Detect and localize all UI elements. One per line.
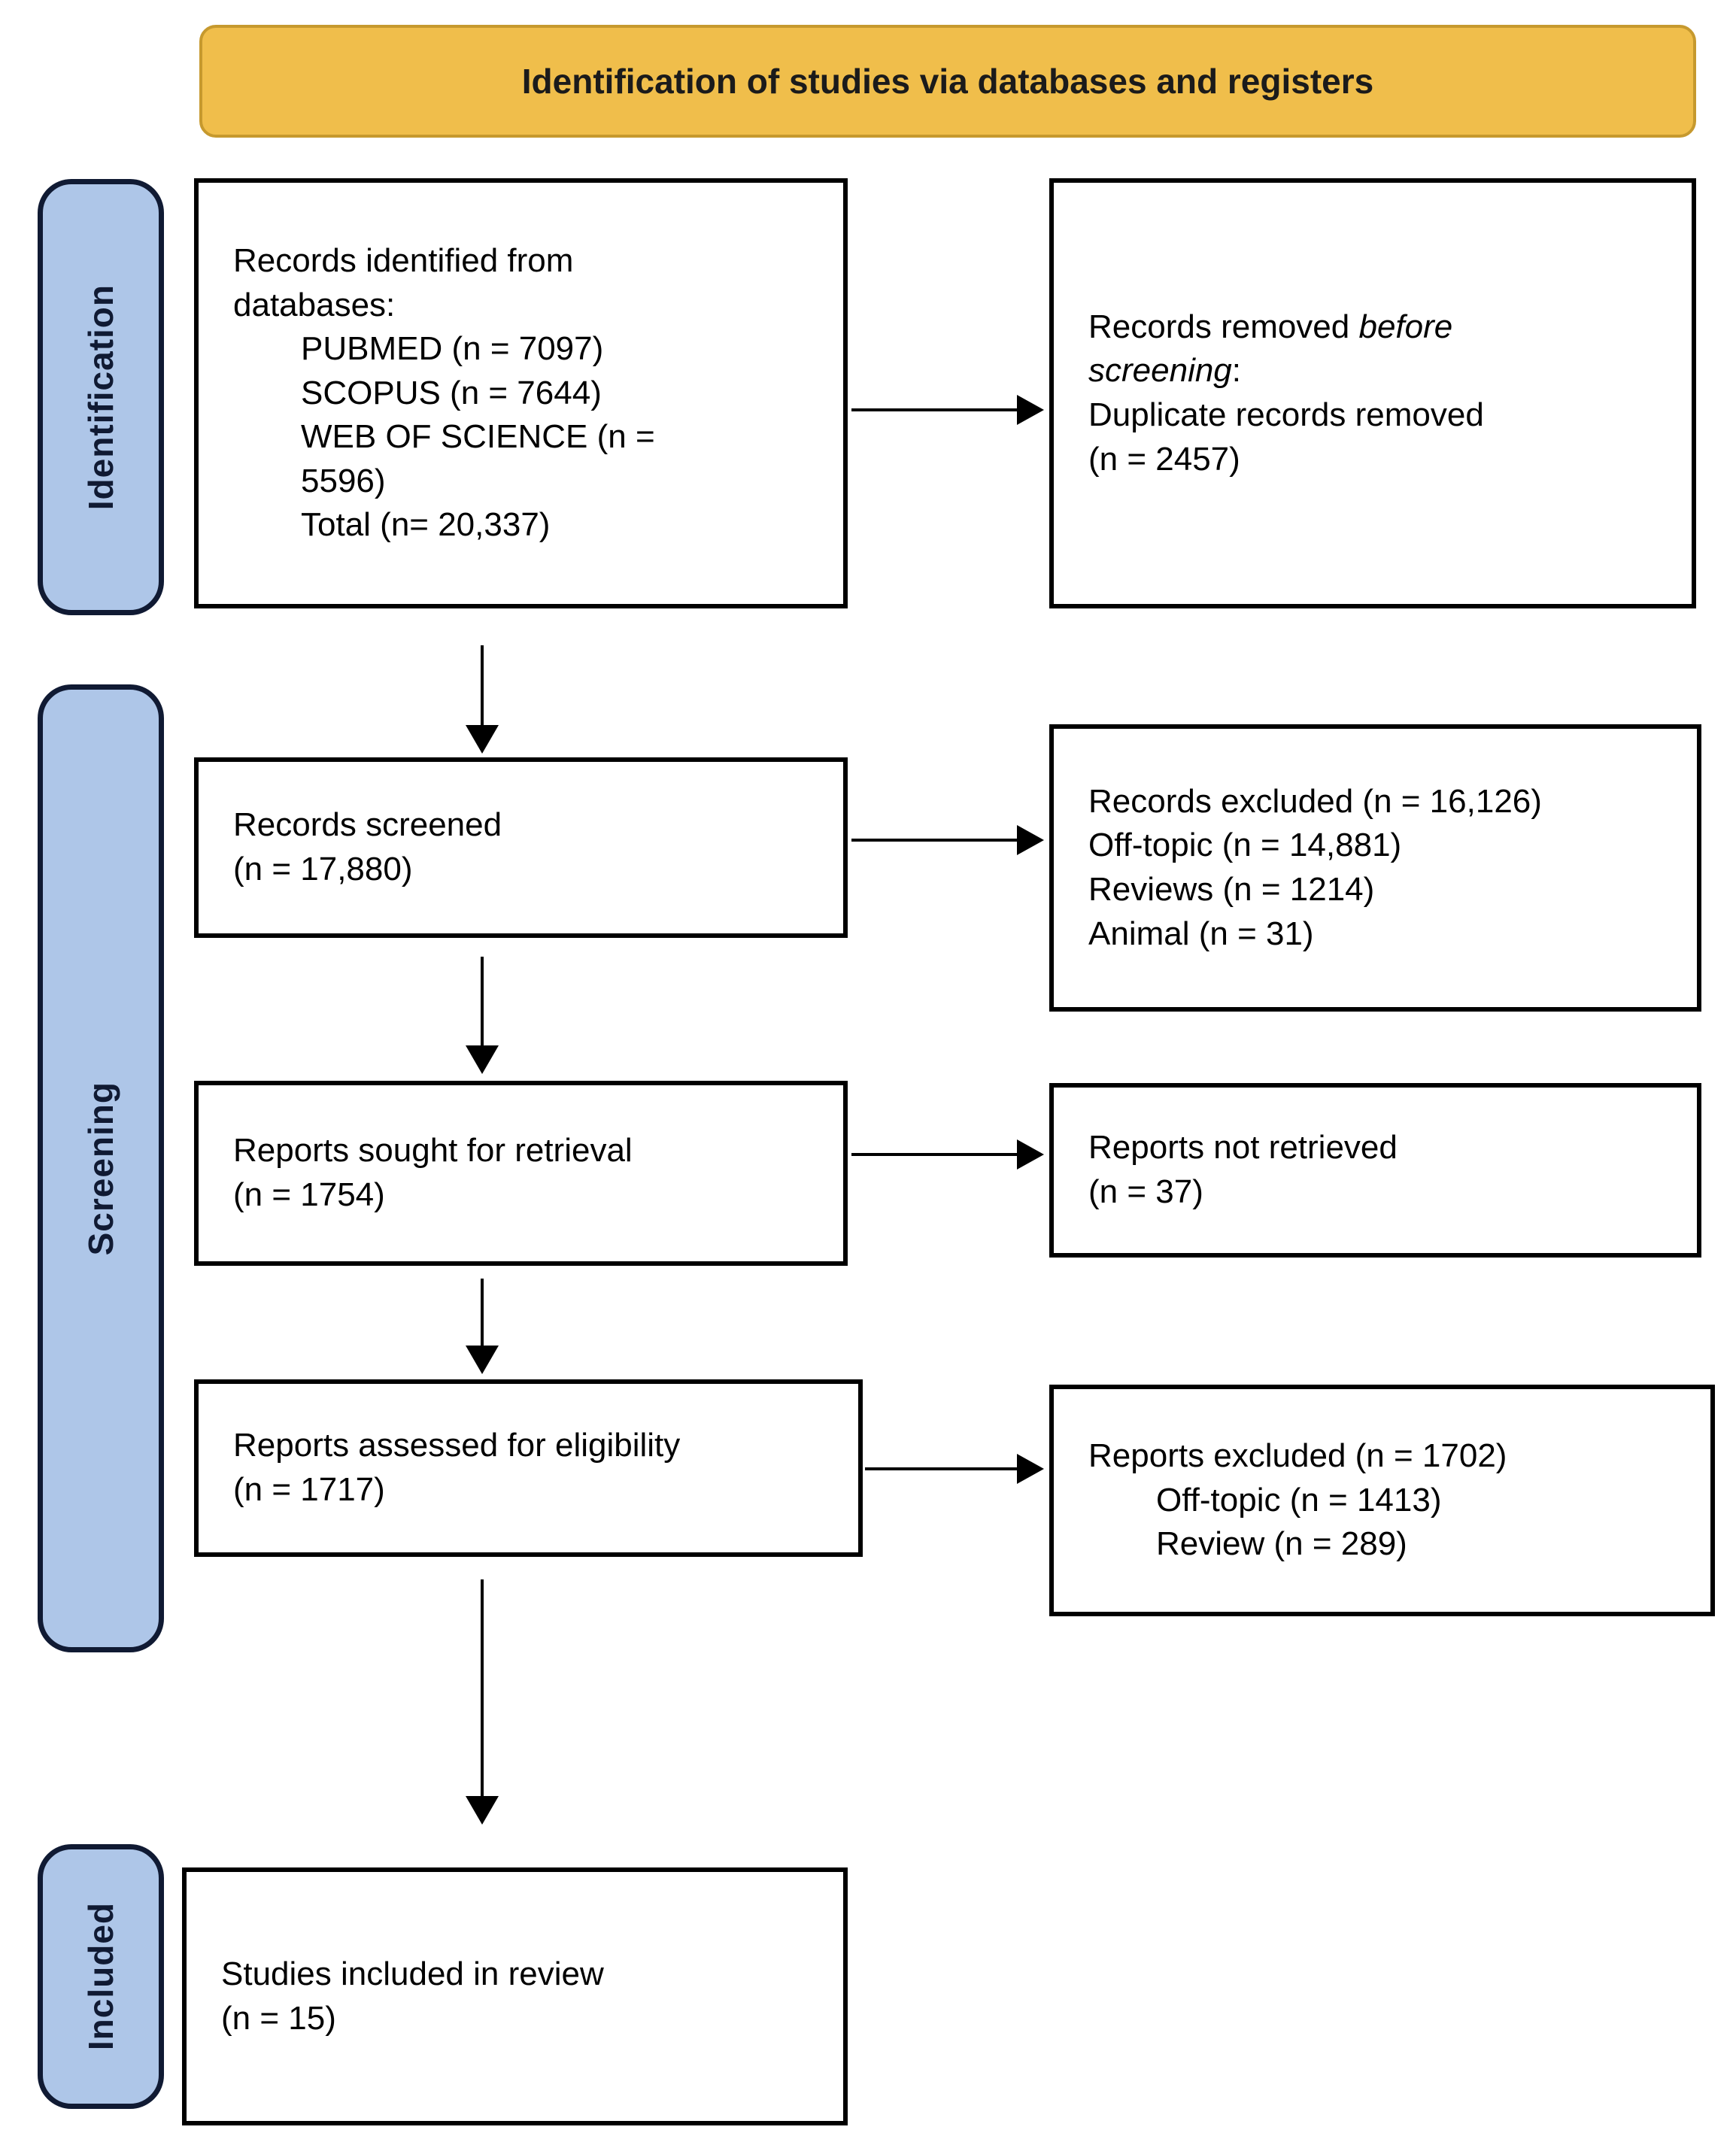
box-reports-sought-line: Reports sought for retrieval <box>233 1132 633 1170</box>
arrow-head <box>1017 395 1044 425</box>
arrow-line <box>865 1467 1020 1470</box>
box-records-screened: Records screened (n = 17,880) <box>194 757 848 938</box>
arrow-line <box>851 839 1020 842</box>
arrow-head <box>466 1045 499 1074</box>
title-banner: Identification of studies via databases … <box>199 25 1696 138</box>
box-studies-included-line: Studies included in review <box>221 1955 604 1992</box>
arrow-line <box>851 1153 1020 1156</box>
box-studies-included: Studies included in review (n = 15) <box>182 1867 848 2125</box>
arrow-head <box>466 725 499 754</box>
box-records-identified-line: Records identified from <box>233 242 574 280</box>
box-records-excluded: Records excluded (n = 16,126) Off-topic … <box>1049 724 1701 1012</box>
box-records-excluded-line: Reviews (n = 1214) <box>1088 871 1375 908</box>
box-records-identified-line: SCOPUS (n = 7644) <box>301 374 602 411</box>
box-records-identified-line: WEB OF SCIENCE (n = <box>301 418 655 456</box>
box-records-removed-line: screening: <box>1088 352 1242 390</box>
box-records-screened-line: (n = 17,880) <box>233 851 413 887</box>
stage-label-screening: Screening <box>38 684 164 1652</box>
box-records-excluded-line: Animal (n = 31) <box>1088 915 1314 952</box>
box-reports-assessed-line: Reports assessed for eligibility <box>233 1427 681 1464</box>
box-studies-included-line: (n = 15) <box>221 1999 336 2037</box>
stage-label-identification: Identification <box>38 179 164 615</box>
box-reports-sought-line: (n = 1754) <box>233 1176 385 1213</box>
box-reports-not-retrieved-line: Reports not retrieved <box>1088 1129 1398 1167</box>
arrow-line <box>851 408 1020 411</box>
box-records-excluded-line: Records excluded (n = 16,126) <box>1088 782 1542 820</box>
box-reports-sought: Reports sought for retrieval (n = 1754) <box>194 1081 848 1266</box>
box-records-identified: Records identified from databases: PUBME… <box>194 178 848 608</box>
stage-label-identification-text: Identification <box>81 284 120 511</box>
box-reports-not-retrieved: Reports not retrieved (n = 37) <box>1049 1083 1701 1258</box>
box-records-identified-line: databases: <box>233 286 396 323</box>
diagram-title: Identification of studies via databases … <box>521 62 1374 101</box>
box-records-identified-line: PUBMED (n = 7097) <box>301 330 604 368</box>
arrow-head <box>1017 1454 1044 1484</box>
stage-label-included-text: Included <box>81 1902 120 2051</box>
box-reports-excluded: Reports excluded (n = 1702) Off-topic (n… <box>1049 1385 1715 1616</box>
box-records-identified-line: 5596) <box>301 462 386 499</box>
box-records-removed-line: Duplicate records removed <box>1088 396 1484 433</box>
box-reports-excluded-line: Reports excluded (n = 1702) <box>1088 1437 1507 1475</box>
box-reports-excluded-line: Review (n = 289) <box>1156 1525 1407 1563</box>
italic-before: before <box>1358 308 1453 345</box>
stage-label-included: Included <box>38 1844 164 2109</box>
box-reports-assessed-line: (n = 1717) <box>233 1471 385 1508</box>
arrow-head <box>1017 825 1044 855</box>
arrow-line <box>481 1579 484 1799</box>
arrow-head <box>466 1346 499 1374</box>
box-records-removed-line: (n = 2457) <box>1088 440 1240 478</box>
box-records-screened-line: Records screened <box>233 806 502 844</box>
box-records-removed-line: Records removed before <box>1088 308 1453 345</box>
arrow-head <box>466 1796 499 1825</box>
italic-screening: screening <box>1088 352 1232 390</box>
box-reports-excluded-line: Off-topic (n = 1413) <box>1156 1481 1442 1519</box>
arrow-head <box>1017 1139 1044 1170</box>
box-records-removed: Records removed before screening: Duplic… <box>1049 178 1696 608</box>
box-records-excluded-line: Off-topic (n = 14,881) <box>1088 827 1402 864</box>
box-records-identified-line: Total (n= 20,337) <box>301 506 551 544</box>
arrow-line <box>481 957 484 1048</box>
arrow-line <box>481 645 484 728</box>
stage-label-screening-text: Screening <box>81 1081 120 1256</box>
box-reports-assessed: Reports assessed for eligibility (n = 17… <box>194 1379 863 1557</box>
arrow-line <box>481 1279 484 1349</box>
box-reports-not-retrieved-line: (n = 37) <box>1088 1173 1203 1210</box>
